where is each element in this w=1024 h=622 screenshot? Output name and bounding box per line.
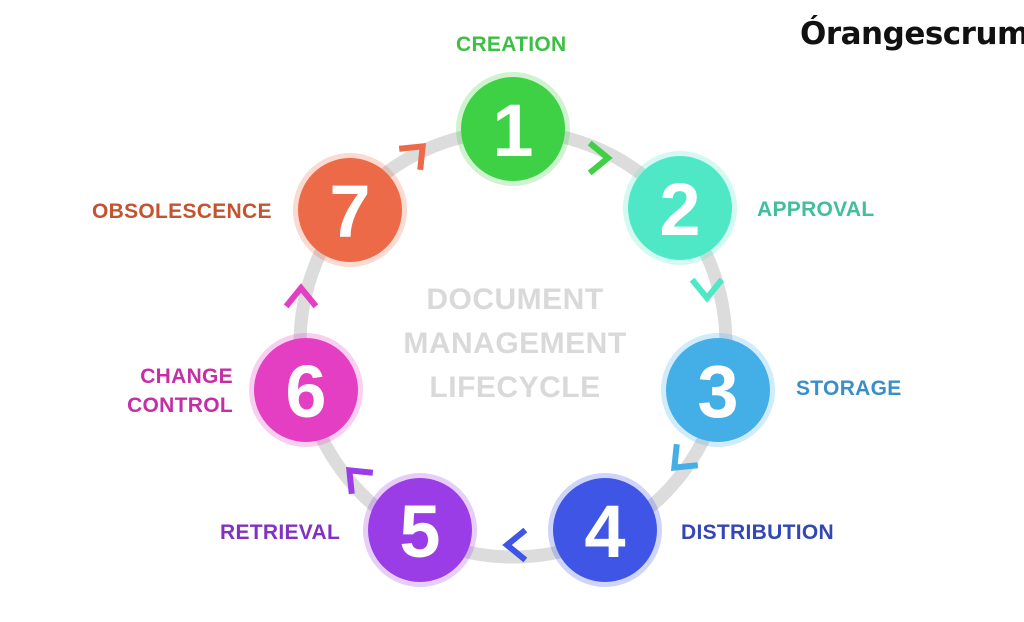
stage-2-label-line: APPROVAL	[757, 198, 875, 221]
stage-5-circle	[368, 478, 472, 582]
stage-1-circle	[461, 77, 565, 181]
chevron-up-icon	[398, 142, 427, 171]
stage-2-label: APPROVAL	[757, 195, 875, 224]
center-title-line-3: LIFECYCLE	[429, 371, 601, 404]
chevron-down-icon	[689, 277, 725, 303]
center-title-line-1: DOCUMENT	[426, 283, 604, 316]
stage-6-label-line: CHANGE	[140, 365, 233, 388]
stage-1-label: CREATION	[456, 30, 567, 59]
chevron-up-icon	[283, 283, 319, 309]
chevron-down-icon	[670, 443, 699, 472]
center-title-line-2: MANAGEMENT	[403, 327, 627, 360]
stage-4-circle	[553, 478, 657, 582]
stage-6-label-line: CONTROL	[127, 394, 233, 417]
stage-4-label: DISTRIBUTION	[681, 518, 834, 547]
brand-logo: Órangescrum.	[800, 16, 1024, 52]
stage-1-label-line: CREATION	[456, 33, 567, 56]
stage-7-label-line: OBSOLESCENCE	[92, 200, 272, 223]
stage-5-number: 5	[399, 490, 440, 573]
stage-3-number: 3	[697, 350, 738, 433]
stage-6-circle	[254, 338, 358, 442]
stage-3-circle	[666, 338, 770, 442]
stage-7-label: OBSOLESCENCE	[92, 197, 272, 226]
chevron-right-icon	[587, 140, 613, 176]
center-title: DOCUMENT MANAGEMENT LIFECYCLE	[380, 278, 650, 410]
stage-1-number: 1	[492, 89, 533, 172]
stage-2-circle	[628, 156, 732, 260]
stage-7-circle	[298, 158, 402, 262]
stage-6-number: 6	[285, 350, 326, 433]
stage-3-label-line: STORAGE	[796, 377, 902, 400]
stage-4-number: 4	[584, 490, 625, 573]
stage-6-label: CHANGE CONTROL	[118, 362, 233, 420]
brand-name: Órangescrum	[800, 16, 1024, 52]
chevron-left-icon	[345, 466, 374, 495]
stage-3-label: STORAGE	[796, 374, 902, 403]
stage-2-number: 2	[659, 168, 700, 251]
stage-5-label: RETRIEVAL	[220, 518, 340, 547]
stage-7-number: 7	[329, 170, 370, 253]
stage-4-label-line: DISTRIBUTION	[681, 521, 834, 544]
stage-5-label-line: RETRIEVAL	[220, 521, 341, 544]
chevron-left-icon	[502, 527, 528, 563]
